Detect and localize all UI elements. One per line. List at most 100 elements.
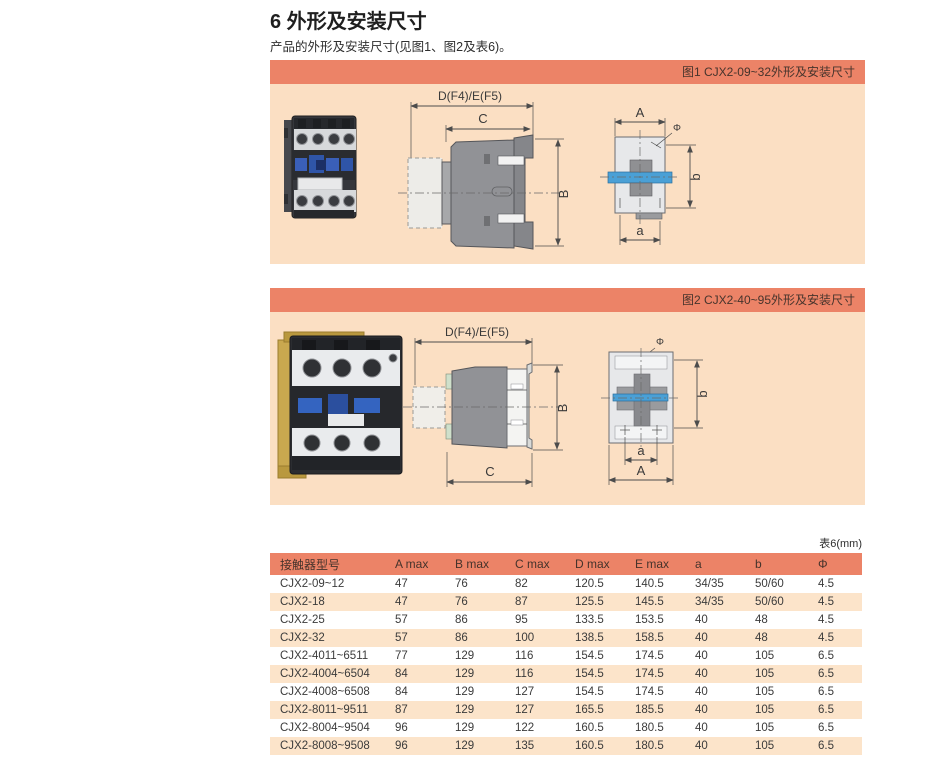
figure1-body: D(F4)/E(F5) C — [270, 84, 865, 264]
value-cell: 95 — [515, 614, 528, 626]
value-cell: 57 — [395, 632, 408, 644]
figure1-caption: 图1 CJX2-09~32外形及安装尺寸 — [270, 60, 865, 84]
value-cell: 40 — [695, 632, 708, 644]
value-cell: 84 — [395, 686, 408, 698]
value-cell: 6.5 — [818, 704, 834, 716]
model-cell: CJX2-18 — [280, 596, 325, 608]
value-cell: 165.5 — [575, 704, 604, 716]
value-cell: 6.5 — [818, 722, 834, 734]
figure1-front-view: A Φ — [600, 105, 703, 245]
value-cell: 145.5 — [635, 596, 664, 608]
value-cell: 87 — [395, 704, 408, 716]
value-cell: 57 — [395, 614, 408, 626]
value-cell: 76 — [455, 578, 468, 590]
value-cell: 135 — [515, 740, 535, 752]
value-cell: 40 — [695, 614, 708, 626]
value-cell: 34/35 — [695, 596, 724, 608]
value-cell: 6.5 — [818, 668, 834, 680]
value-cell: 129 — [455, 668, 475, 680]
value-cell: 40 — [695, 686, 708, 698]
figure2-side-view: D(F4)/E(F5) — [403, 325, 570, 487]
figure2-panel: 图2 CJX2-40~95外形及安装尺寸 — [270, 288, 865, 505]
value-cell: 48 — [755, 614, 768, 626]
value-cell: 76 — [455, 596, 468, 608]
value-cell: 129 — [455, 740, 475, 752]
value-cell: 154.5 — [575, 650, 604, 662]
value-cell: 4.5 — [818, 632, 834, 644]
column-header-5: E max — [635, 553, 695, 575]
value-cell: 105 — [755, 686, 775, 698]
model-cell: CJX2-32 — [280, 632, 325, 644]
figure1-panel: 图1 CJX2-09~32外形及安装尺寸 — [270, 60, 865, 264]
dim-label-b: b — [688, 173, 703, 180]
model-cell: CJX2-09~12 — [280, 578, 345, 590]
dim-label-a: a — [636, 223, 644, 238]
value-cell: 158.5 — [635, 632, 664, 644]
value-cell: 96 — [395, 722, 408, 734]
dim-label-a: a — [637, 443, 645, 458]
column-header-8: Φ — [818, 553, 862, 575]
value-cell: 122 — [515, 722, 535, 734]
value-cell: 127 — [515, 686, 535, 698]
column-header-1: A max — [395, 553, 455, 575]
model-cell: CJX2-4011~6511 — [280, 650, 369, 662]
figure2-caption: 图2 CJX2-40~95外形及安装尺寸 — [270, 288, 865, 312]
value-cell: 116 — [515, 650, 534, 662]
value-cell: 174.5 — [635, 650, 664, 662]
dim-label-A: A — [636, 105, 645, 120]
value-cell: 129 — [455, 704, 475, 716]
figure2-front-view: Φ b — [601, 337, 710, 485]
value-cell: 153.5 — [635, 614, 664, 626]
column-header-2: B max — [455, 553, 515, 575]
column-header-3: C max — [515, 553, 575, 575]
value-cell: 40 — [695, 668, 708, 680]
value-cell: 50/60 — [755, 596, 784, 608]
value-cell: 120.5 — [575, 578, 604, 590]
dim-label-C: C — [485, 464, 494, 479]
value-cell: 129 — [455, 650, 475, 662]
value-cell: 105 — [755, 668, 775, 680]
figure1-drawing: D(F4)/E(F5) C — [284, 89, 703, 250]
figure2-drawing: D(F4)/E(F5) — [277, 325, 710, 487]
dim-label-B: B — [556, 190, 571, 199]
model-cell: CJX2-8011~9511 — [280, 704, 369, 716]
value-cell: 4.5 — [818, 614, 834, 626]
value-cell: 127 — [515, 704, 535, 716]
dim-label-DE: D(F4)/E(F5) — [445, 325, 509, 339]
value-cell: 125.5 — [575, 596, 604, 608]
value-cell: 86 — [455, 632, 468, 644]
value-cell: 50/60 — [755, 578, 784, 590]
value-cell: 86 — [455, 614, 468, 626]
model-cell: CJX2-4004~6504 — [280, 668, 370, 680]
value-cell: 40 — [695, 704, 708, 716]
dim-label-C: C — [478, 111, 487, 126]
value-cell: 4.5 — [818, 578, 834, 590]
value-cell: 34/35 — [695, 578, 724, 590]
figure2-product-photo — [277, 331, 403, 479]
dim-label-DE: D(F4)/E(F5) — [438, 89, 502, 103]
model-cell: CJX2-8008~9508 — [280, 740, 370, 752]
column-header-6: a — [695, 553, 755, 575]
value-cell: 105 — [755, 704, 775, 716]
dim-label-phi: Φ — [656, 337, 664, 348]
value-cell: 47 — [395, 578, 408, 590]
value-cell: 140.5 — [635, 578, 664, 590]
value-cell: 82 — [515, 578, 528, 590]
table-row: CJX2-09~12 47 76 82 120.5 140.5 34/35 50/60 4.5 — [270, 575, 862, 593]
model-cell: CJX2-8004~9504 — [280, 722, 370, 734]
model-cell: CJX2-25 — [280, 614, 325, 626]
value-cell: 48 — [755, 632, 768, 644]
value-cell: 174.5 — [635, 686, 664, 698]
figure1-product-photo — [284, 115, 357, 219]
model-cell: CJX2-4008~6508 — [280, 686, 370, 698]
